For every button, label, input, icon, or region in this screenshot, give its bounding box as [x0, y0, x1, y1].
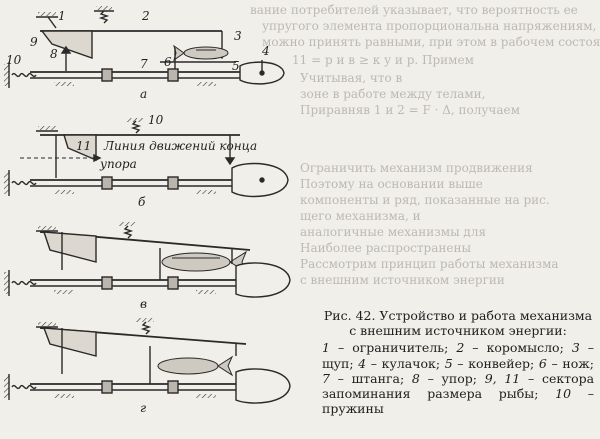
panel-letters: а б в г — [138, 87, 147, 415]
annotations: Линия движений конца упора — [99, 139, 257, 171]
part-labels: 1 2 3 4 5 6 7 8 9 10 10 11 — [6, 9, 270, 153]
bearing — [167, 68, 179, 82]
bg-line: 11 = р и в ≥ к у и р. Примем — [292, 53, 474, 67]
figure-caption: Рис. 42. Устройство и работа механизма с… — [322, 308, 594, 416]
bg-line: аналогичные механизмы для — [300, 225, 486, 239]
label-4: 4 — [261, 44, 270, 58]
bg-line: с внешним источником энергии — [300, 273, 505, 287]
spring-left — [11, 72, 37, 78]
sector-9 — [40, 30, 93, 59]
fish-icon — [161, 250, 248, 274]
label-9: 9 — [30, 35, 38, 49]
label-10b: 10 — [148, 113, 164, 127]
label-10: 10 — [6, 53, 22, 67]
spring-icon — [122, 225, 134, 239]
label-1: 1 — [58, 9, 66, 23]
bg-line: Приравняв 1 и 2 = F · Δ, получаем — [300, 103, 520, 117]
annotation-line-end: Линия движений конца — [103, 139, 257, 153]
panel-d — [4, 318, 291, 404]
fish-icon — [173, 44, 229, 62]
bearing — [167, 176, 179, 190]
spring-left — [11, 180, 37, 186]
ceiling-support — [38, 12, 56, 16]
bg-line: Поэтому на основании выше — [300, 177, 483, 191]
bg-line: Наиболее распространены — [300, 241, 471, 255]
caption-title: Рис. 42. Устройство и работа механизма с… — [323, 308, 593, 339]
label-7: 7 — [140, 57, 148, 71]
bg-line: вание потребителей указывает, что вероят… — [250, 3, 578, 17]
bearing — [101, 68, 113, 82]
cam-4 — [235, 368, 291, 404]
bg-line: щего механизма, и — [300, 209, 421, 223]
bearing — [167, 276, 179, 290]
bg-line: можно принять равными, при этом в рабоче… — [262, 35, 600, 49]
spring-icon — [98, 10, 110, 24]
caption-legend: 1 – ограничитель; 2 – коромысло; 3 – щуп… — [322, 340, 595, 417]
bg-line: зоне в работе между телами, — [300, 87, 486, 101]
bg-line: Рассмотрим принцип работы механизма — [300, 257, 559, 271]
bearing — [101, 276, 113, 290]
panel-letter: г — [140, 401, 146, 415]
background-text: вание потребителей указывает, что вероят… — [250, 3, 600, 287]
bearing — [167, 380, 179, 394]
bg-line: компоненты и ряд, показанные на рис. — [300, 193, 550, 207]
label-8: 8 — [50, 47, 58, 61]
panel-letter: в — [140, 297, 147, 311]
panel-a — [4, 6, 285, 88]
panel-b — [4, 118, 289, 198]
label-11: 11 — [76, 139, 91, 153]
cam-4 — [235, 262, 291, 298]
label-2: 2 — [141, 9, 150, 23]
panel-letter: а — [140, 87, 147, 101]
panel-letter: б — [138, 195, 146, 209]
spring-left — [11, 384, 37, 390]
bearing — [101, 380, 113, 394]
spring-left — [11, 280, 37, 286]
annotation-stop: упора — [99, 157, 137, 171]
bg-line: Учитывая, что в — [300, 71, 403, 85]
spring-icon — [130, 120, 142, 134]
ceiling-support — [96, 6, 112, 10]
sector-9 — [42, 327, 97, 357]
label-6: 6 — [164, 55, 172, 69]
fish-icon — [157, 355, 234, 377]
label-3: 3 — [234, 29, 242, 43]
sector-9 — [43, 231, 97, 263]
limiter-1 — [47, 16, 57, 29]
bg-line: Ограничить механизм продвижения — [300, 161, 533, 175]
bg-line: упругого элемента пропорциональна напряж… — [262, 19, 596, 33]
spring-icon — [140, 321, 152, 335]
label-5: 5 — [232, 59, 240, 73]
panel-c — [4, 222, 291, 298]
bearing — [101, 176, 113, 190]
